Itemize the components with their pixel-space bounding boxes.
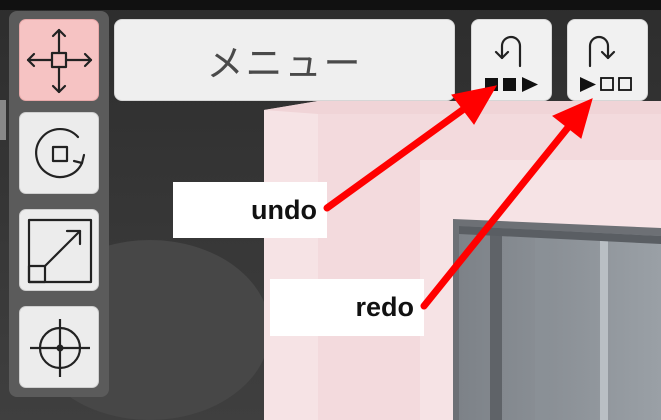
redo-icon (580, 35, 632, 92)
menu-button[interactable]: メニュー (114, 19, 455, 101)
scale-icon (27, 218, 93, 284)
menu-label: メニュー (206, 42, 363, 85)
undo-callout-text: undo (251, 194, 317, 225)
redo-button[interactable] (567, 19, 648, 101)
redo-callout-text: redo (355, 292, 414, 322)
rotate-icon (35, 127, 86, 179)
move-tool-button[interactable] (19, 19, 99, 101)
crosshair-icon (30, 319, 90, 377)
move-arrows-icon (26, 28, 93, 94)
rotate-tool-button[interactable] (19, 112, 99, 194)
undo-button[interactable] (471, 19, 552, 101)
undo-icon (485, 35, 538, 92)
redo-callout: redo (270, 279, 424, 336)
scale-tool-button[interactable] (19, 209, 99, 291)
target-tool-button[interactable] (19, 306, 99, 388)
undo-callout: undo (173, 182, 327, 238)
